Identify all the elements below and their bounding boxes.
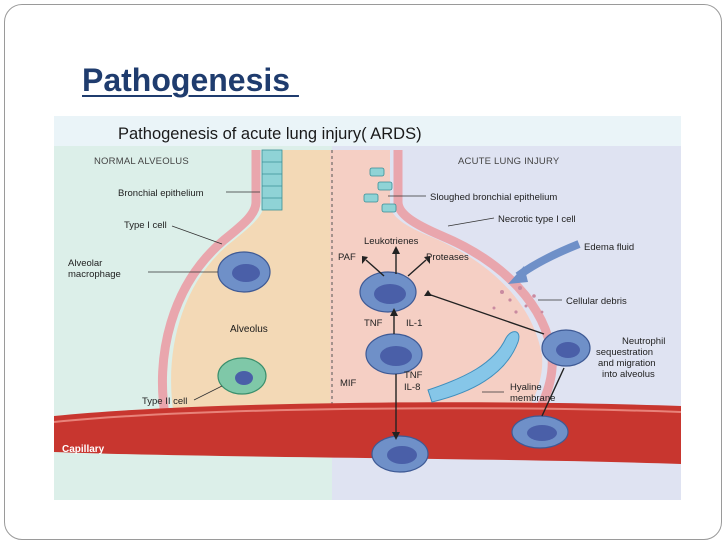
mediator-arrows (365, 252, 565, 434)
leader-type2 (193, 385, 223, 401)
figure-title: Pathogenesis of acute lung injury( ARDS) (118, 125, 422, 143)
sloughed-epithelium (363, 167, 397, 213)
leader-type1 (171, 225, 223, 245)
acute-lung-injury-label: ACUTE LUNG INJURY (458, 156, 560, 167)
type-ii-cell (217, 357, 267, 395)
paf-label: PAF (338, 252, 356, 263)
il1-label: IL-1 (406, 318, 422, 329)
mif-label: MIF (340, 378, 357, 389)
neutrophil-capillary (371, 435, 429, 473)
hyaline-membrane (427, 331, 520, 403)
capillary-highlight (54, 407, 681, 423)
slide-title: Pathogenesis (82, 62, 299, 98)
edema-label: Edema fluid (584, 242, 634, 253)
bronchial-epithelium (261, 149, 283, 211)
proteases-label: Proteases (426, 252, 469, 263)
bronchial-epithelium-label: Bronchial epithelium (118, 188, 204, 199)
neutrophil-sequestered (511, 415, 569, 449)
injured-alveolar-wall (393, 150, 557, 424)
alveolar-macrophage (217, 251, 271, 293)
leukotrienes-label: Leukotrienes (364, 236, 419, 247)
il8-label: IL-8 (404, 382, 420, 393)
neutrophil-label-3: and migration (598, 358, 656, 369)
cellular-debris (492, 286, 544, 314)
tnf-label-top: TNF (364, 318, 383, 329)
mediator-arrowheads (362, 246, 432, 440)
edema-arrowhead (508, 266, 528, 284)
neutrophil-migrating (541, 329, 591, 367)
leader-necrotic (447, 217, 495, 227)
pathogenesis-diagram: Pathogenesis of acute lung injury( ARDS)… (54, 116, 681, 500)
necrotic-label: Necrotic type I cell (498, 214, 576, 225)
normal-alveolus-label: NORMAL ALVEOLUS (94, 156, 189, 167)
capillary-label: Capillary (62, 444, 105, 455)
pathogenesis-figure: Pathogenesis of acute lung injury( ARDS)… (54, 116, 681, 500)
tnf-label-bottom: TNF (404, 370, 423, 381)
normal-alveolar-wall (157, 150, 261, 422)
debris-label: Cellular debris (566, 296, 627, 307)
capillary (54, 402, 681, 464)
neutrophil-activated (359, 271, 417, 313)
sloughed-label: Sloughed bronchial epithelium (430, 192, 557, 203)
type-i-cell-label: Type I cell (124, 220, 167, 231)
neutrophil-label-1: Neutrophil (622, 336, 665, 347)
neutrophil-label-4: into alveolus (602, 369, 655, 380)
hyaline-label-1: Hyaline (510, 382, 542, 393)
alveolar-label: Alveolar (68, 258, 102, 269)
neutrophil-middle (365, 333, 423, 375)
type-ii-cell-label: Type II cell (142, 396, 187, 407)
alveolus-label: Alveolus (230, 324, 268, 335)
macrophage-label: macrophage (68, 269, 121, 280)
hyaline-label-2: membrane (510, 393, 555, 404)
neutrophil-label-2: sequestration (596, 347, 653, 358)
figure-title-band (54, 116, 681, 146)
